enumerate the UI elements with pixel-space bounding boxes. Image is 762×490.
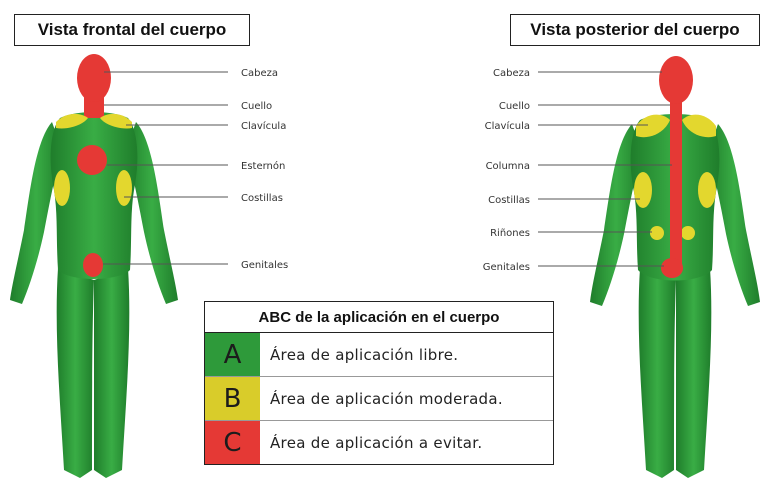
- legend-title: ABC de la aplicación en el cuerpo: [205, 302, 553, 333]
- front-ribs-left-zone: [54, 170, 70, 206]
- back-label-genitals: Genitales: [483, 262, 530, 273]
- back-label-clavicle: Clavícula: [485, 120, 530, 132]
- back-ribs-left-zone: [634, 172, 652, 208]
- front-clavicle-left-zone: [56, 113, 88, 129]
- front-neck-zone: [84, 96, 104, 118]
- back-label-spine: Columna: [486, 161, 530, 172]
- legend-row-a: A Área de aplicación libre.: [205, 333, 553, 377]
- back-clavicle-left-zone: [636, 114, 670, 138]
- front-clavicle-right-zone: [100, 113, 132, 129]
- front-genitals-zone: [83, 253, 103, 277]
- back-spine-zone: [670, 96, 682, 268]
- front-label-clavicle: Clavícula: [241, 120, 286, 132]
- back-label-head: Cabeza: [493, 68, 530, 79]
- front-label-genitals: Genitales: [241, 260, 288, 271]
- back-ribs-right-zone: [698, 172, 716, 208]
- back-label-ribs: Costillas: [488, 195, 530, 206]
- back-leader-lines: [538, 71, 672, 267]
- front-label-sternum: Esternón: [241, 160, 285, 172]
- legend-text-b: Área de aplicación moderada.: [270, 389, 503, 408]
- front-label-ribs: Costillas: [241, 193, 283, 204]
- front-view-title: Vista frontal del cuerpo: [14, 14, 250, 46]
- back-genitals-zone: [661, 258, 683, 278]
- back-head-zone: [659, 56, 693, 104]
- front-body-figure: [10, 54, 178, 478]
- legend-row-b: B Área de aplicación moderada.: [205, 377, 553, 421]
- back-view-title: Vista posterior del cuerpo: [510, 14, 760, 46]
- back-label-neck: Cuello: [499, 101, 530, 112]
- front-leader-lines: [103, 71, 228, 265]
- legend-swatch-a: A: [205, 333, 260, 376]
- back-clavicle-right-zone: [682, 114, 716, 138]
- back-label-kidneys: Riñones: [490, 228, 530, 239]
- legend-swatch-b: B: [205, 377, 260, 420]
- legend-text-c: Área de aplicación a evitar.: [270, 433, 483, 452]
- legend-row-c: C Área de aplicación a evitar.: [205, 421, 553, 464]
- legend-swatch-c: C: [205, 421, 260, 464]
- front-ribs-right-zone: [116, 170, 132, 206]
- legend-table: ABC de la aplicación en el cuerpo A Área…: [204, 301, 554, 465]
- front-label-head: Cabeza: [241, 68, 278, 79]
- back-body-figure: [590, 56, 760, 478]
- front-label-neck: Cuello: [241, 101, 272, 112]
- front-sternum-zone: [77, 145, 107, 175]
- legend-text-a: Área de aplicación libre.: [270, 345, 459, 364]
- front-head-zone: [77, 54, 111, 102]
- back-kidney-right-zone: [681, 226, 695, 240]
- back-kidney-left-zone: [650, 226, 664, 240]
